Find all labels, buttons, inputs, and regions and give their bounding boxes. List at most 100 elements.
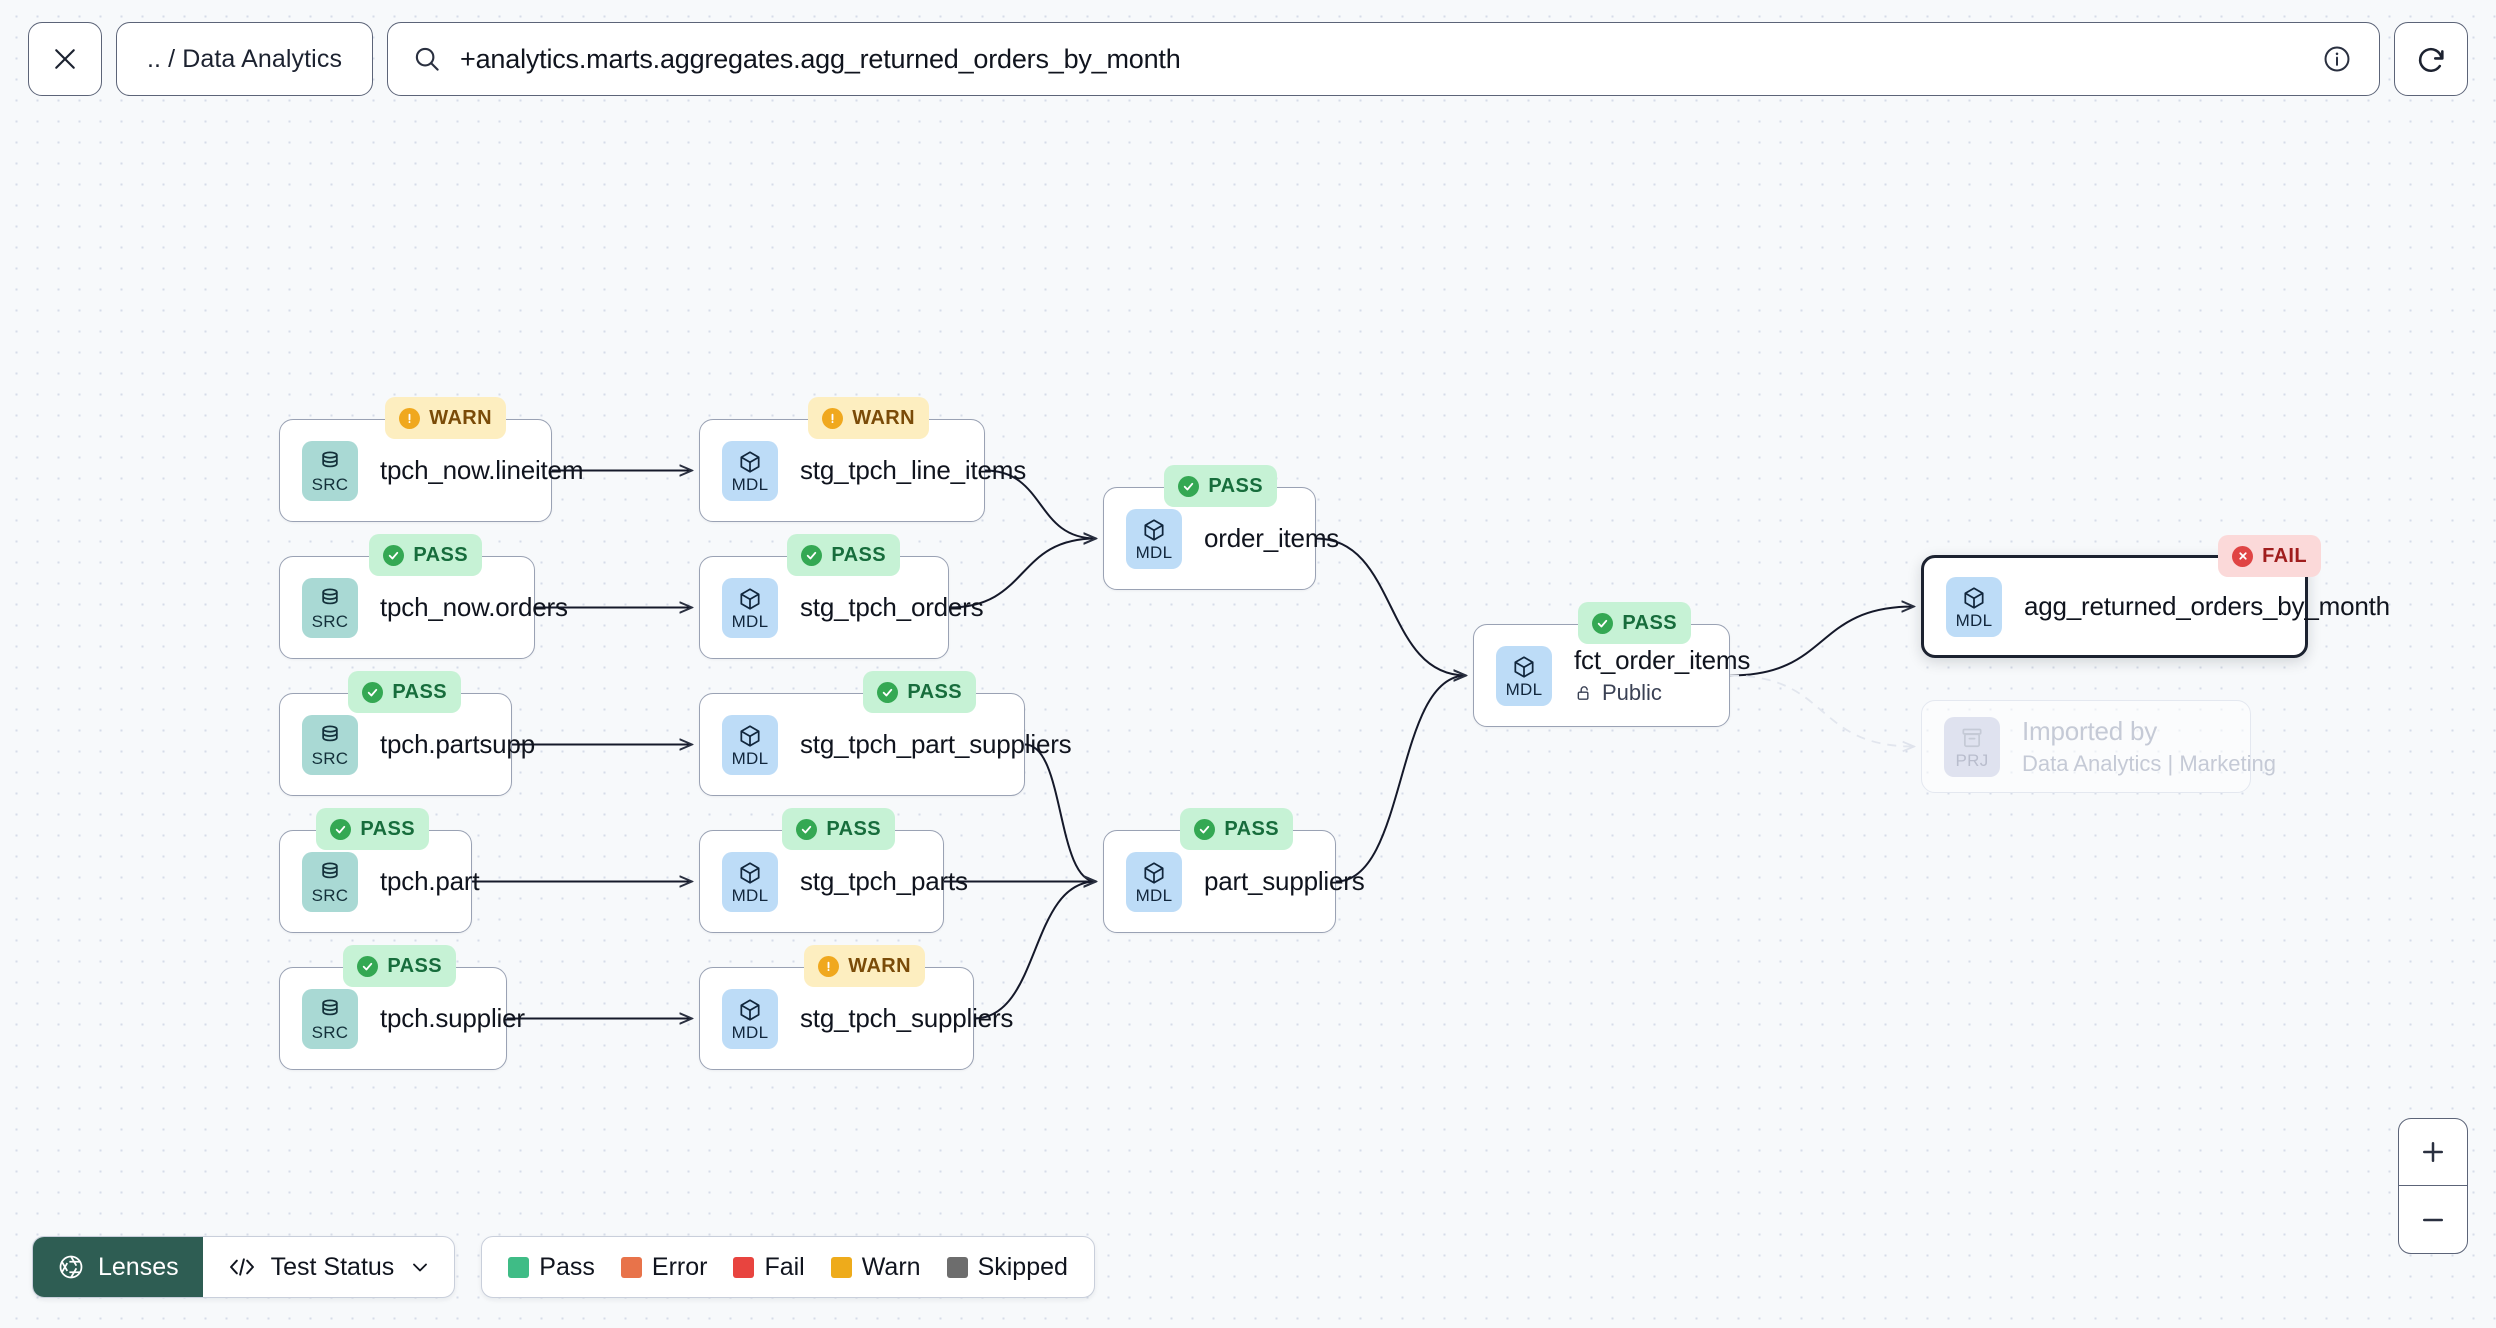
database-icon (322, 450, 338, 467)
status-label: WARN (429, 406, 492, 429)
node-type-badge-mdl: MDL (722, 440, 778, 501)
node-body: stg_tpch_suppliers (800, 1002, 1014, 1034)
graph-node-tpch_part[interactable]: SRC tpch.part PASS (279, 808, 480, 933)
node-title: tpch_now.lineitem (380, 454, 584, 485)
zoom-in-button[interactable] (2399, 1119, 2467, 1186)
lenses-label: Lenses (98, 1252, 179, 1281)
status-badge-warn[interactable]: WARN (804, 945, 925, 987)
node-body: tpch.partsupp (380, 728, 535, 760)
legend-label: Warn (861, 1252, 921, 1281)
check-icon (368, 688, 378, 696)
search-input[interactable] (460, 43, 2303, 75)
status-badge-pass[interactable]: PASS (863, 671, 976, 713)
node-type-badge-src: SRC (302, 851, 358, 912)
cube-icon (740, 724, 760, 747)
edge-stg_tpch_line_items-to-order_items (984, 469, 1096, 539)
info-icon[interactable] (2321, 43, 2353, 75)
breadcrumb[interactable]: .. / Data Analytics (116, 22, 374, 96)
status-label: PASS (907, 680, 962, 703)
status-badge-warn[interactable]: WARN (808, 397, 929, 439)
status-badge-pass[interactable]: PASS (1164, 465, 1277, 507)
status-badge-pass[interactable]: PASS (369, 534, 482, 576)
node-title: stg_tpch_suppliers (800, 1002, 1014, 1033)
refresh-button[interactable] (2394, 22, 2468, 96)
check-icon (336, 825, 346, 833)
edge-fct_order_items-to-agg_returned_orders_by_month (1729, 607, 1914, 677)
node-body: part_suppliers (1204, 866, 1365, 897)
node-type-label: MDL (731, 474, 769, 494)
node-type-label: MDL (1955, 610, 1993, 630)
refresh-icon (2418, 48, 2444, 72)
legend-swatch-warn-icon (830, 1256, 852, 1278)
status-badge-pass[interactable]: PASS (343, 945, 456, 987)
legend-item-fail[interactable]: Fail (733, 1253, 805, 1282)
graph-node-stg_tpch_suppliers[interactable]: MDL stg_tpch_suppliers WARN (699, 945, 1014, 1070)
status-dot-icon (330, 818, 352, 840)
node-type-label: MDL (731, 1022, 769, 1042)
node-body: agg_returned_orders_by_month (2024, 591, 2390, 622)
search-bar[interactable] (387, 22, 2380, 96)
zoom-controls (2398, 1118, 2468, 1254)
status-badge-pass[interactable]: PASS (348, 671, 461, 713)
node-body: tpch_now.lineitem (380, 454, 584, 486)
node-type-badge-mdl: MDL (722, 714, 778, 775)
node-body: stg_tpch_part_suppliers (800, 729, 1072, 760)
node-subtitle: Public (1574, 680, 1699, 705)
zoom-out-button[interactable] (2399, 1186, 2467, 1253)
status-badge-pass[interactable]: PASS (1578, 602, 1691, 644)
status-dot-icon (818, 955, 840, 977)
graph-node-agg_returned_orders_by_month[interactable]: MDL agg_returned_orders_by_month FAIL (1921, 535, 2390, 658)
node-type-label: MDL (1135, 885, 1173, 905)
status-badge-pass[interactable]: PASS (1180, 808, 1293, 850)
lenses-button[interactable]: Lenses (33, 1237, 203, 1297)
check-icon (802, 825, 812, 833)
node-title: tpch.partsupp (380, 728, 535, 759)
exclamation-icon (408, 413, 411, 423)
graph-node-stg_tpch_part_suppliers[interactable]: MDL stg_tpch_part_suppliers PASS (699, 671, 1072, 796)
status-label: PASS (392, 680, 447, 703)
node-type-badge-mdl: MDL (1496, 645, 1552, 706)
close-icon (55, 49, 75, 69)
node-type-badge-mdl: MDL (722, 988, 778, 1049)
status-label: PASS (831, 543, 886, 566)
cube-icon (1144, 518, 1164, 541)
status-badge-pass[interactable]: PASS (316, 808, 429, 850)
graph-node-part_suppliers[interactable]: MDL part_suppliers PASS (1103, 808, 1365, 933)
status-label: PASS (1208, 474, 1263, 497)
legend-item-error[interactable]: Error (620, 1253, 707, 1282)
status-dot-icon (383, 544, 405, 566)
legend-item-warn[interactable]: Warn (830, 1252, 921, 1282)
close-button[interactable] (28, 22, 102, 96)
code-icon (229, 1258, 254, 1276)
node-type-badge-prj: PRJ (1944, 716, 2000, 777)
status-badge-fail[interactable]: FAIL (2218, 535, 2321, 577)
status-dot-icon (1178, 475, 1200, 497)
node-title: tpch.part (380, 865, 480, 896)
node-title: tpch.supplier (380, 1002, 525, 1033)
status-badge-pass[interactable]: PASS (782, 808, 895, 850)
cube-icon (740, 861, 760, 884)
status-label: PASS (387, 954, 442, 977)
legend-label: Pass (539, 1252, 595, 1281)
status-label: FAIL (2262, 544, 2307, 567)
status-dot-icon (2232, 545, 2254, 567)
legend-item-pass[interactable]: Pass (508, 1253, 595, 1282)
check-icon (1184, 482, 1194, 490)
status-badge-pass[interactable]: PASS (787, 534, 900, 576)
test-status-dropdown[interactable]: Test Status (203, 1237, 455, 1297)
legend-swatch-error-icon (620, 1256, 642, 1278)
status-badge-warn[interactable]: WARN (385, 397, 506, 439)
legend-item-skipped[interactable]: Skipped (946, 1253, 1068, 1282)
